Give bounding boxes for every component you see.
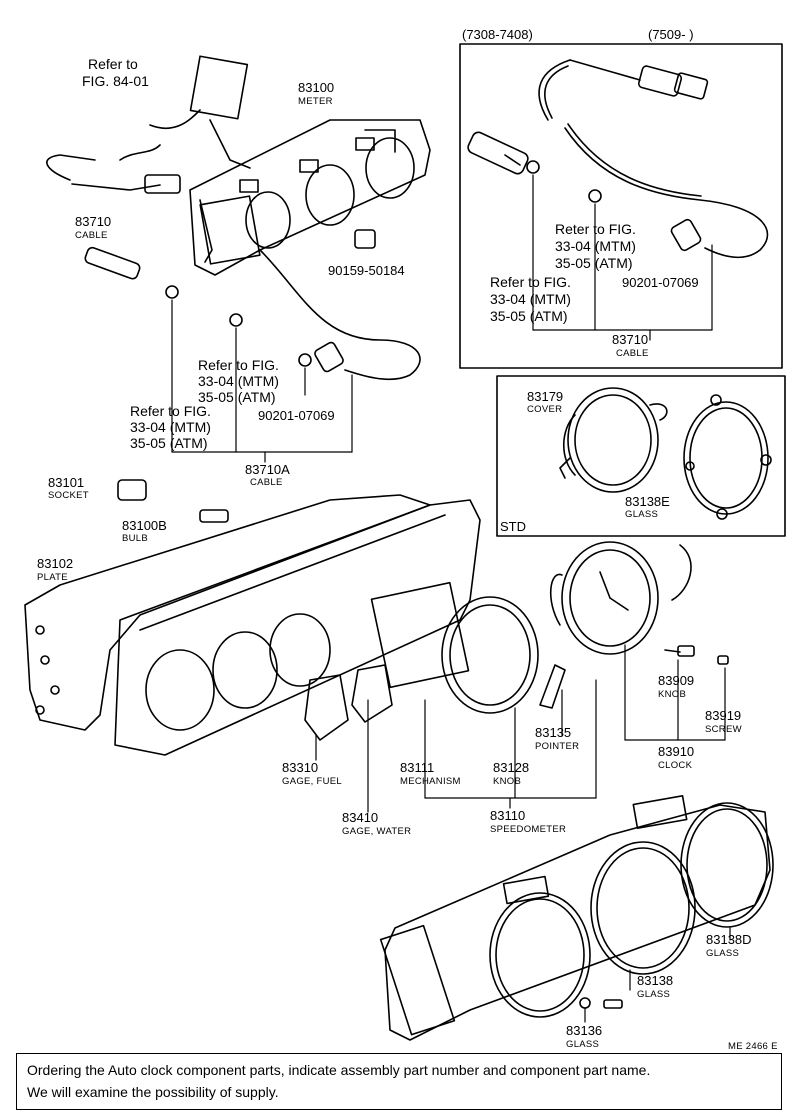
- cable-name: CABLE: [75, 230, 108, 241]
- inset-reter-1: Reter to FIG.: [555, 221, 636, 237]
- std-cover-drawing: [559, 387, 668, 493]
- inset-reter-2: 33-04 (MTM): [555, 238, 636, 254]
- glass-d-no: 83138D: [706, 932, 752, 947]
- clock-leaders: [624, 644, 726, 741]
- std-cover-no: 83179: [527, 389, 563, 404]
- bulb-name: BULB: [122, 533, 148, 544]
- std-tag: STD: [500, 519, 526, 534]
- screw-no: 83919: [705, 708, 741, 723]
- knob2-no: 83909: [658, 673, 694, 688]
- glass-136-no: 83136: [566, 1023, 602, 1038]
- inset-refer-3: 35-05 (ATM): [490, 308, 568, 324]
- meter-name: METER: [298, 96, 333, 107]
- ref-b-1: Refer to FIG.: [130, 403, 211, 419]
- plate-name: PLATE: [37, 572, 68, 583]
- cable-a-no: 83710A: [245, 462, 290, 477]
- glass-name: GLASS: [637, 989, 670, 1000]
- inset-refer-2: 33-04 (MTM): [490, 291, 571, 307]
- socket-name: SOCKET: [48, 490, 89, 501]
- cable-a-name: CABLE: [250, 477, 283, 488]
- inset-refer-1: Refer to FIG.: [490, 274, 571, 290]
- knob2-name: KNOB: [658, 689, 686, 700]
- pointer-no: 83135: [535, 725, 571, 740]
- drawing-code: ME 2466 E: [728, 1041, 778, 1050]
- screw-name: SCREW: [705, 724, 742, 735]
- plate-no: 83102: [37, 556, 73, 571]
- knob-name: KNOB: [493, 776, 521, 787]
- pointer-name: POINTER: [535, 741, 579, 752]
- std-cover-name: COVER: [527, 404, 562, 415]
- parts-diagram: (7308-7408) (7509- ) Reter to FIG. 33-04…: [24, 27, 786, 1050]
- socket-no: 83101: [48, 475, 84, 490]
- inset-range-right: (7509- ): [648, 27, 694, 42]
- glass-cluster-drawing: [379, 795, 774, 1041]
- clock-name: CLOCK: [658, 760, 693, 771]
- std-glass-no: 83138E: [625, 494, 670, 509]
- ref-a-2: 33-04 (MTM): [198, 373, 279, 389]
- meter-assembly-drawing: [46, 55, 431, 381]
- note-line-2: We will examine the possibility of suppl…: [27, 1084, 279, 1100]
- gage-water-name: GAGE, WATER: [342, 826, 411, 837]
- refer-to-2: FIG. 84-01: [82, 73, 149, 89]
- inset-leaders: [532, 174, 713, 341]
- ref-a-3: 35-05 (ATM): [198, 389, 276, 405]
- mech-name: MECHANISM: [400, 776, 461, 787]
- clock-no: 83910: [658, 744, 694, 759]
- glass-cluster-leaders: [584, 927, 731, 1023]
- inset-reter-3: 35-05 (ATM): [555, 255, 633, 271]
- glass-136-name: GLASS: [566, 1039, 599, 1050]
- note-line-1: Ordering the Auto clock component parts,…: [27, 1062, 651, 1078]
- mech-no: 83111: [400, 760, 434, 775]
- speedo-name: SPEEDOMETER: [490, 824, 566, 835]
- speedo-no: 83110: [490, 808, 525, 823]
- ref-b-2: 33-04 (MTM): [130, 419, 211, 435]
- ordering-note: Ordering the Auto clock component parts,…: [16, 1053, 782, 1110]
- inset-cable-name: CABLE: [616, 348, 649, 359]
- std-glass-drawing: [683, 394, 772, 520]
- ref-a-1: Refer to FIG.: [198, 357, 279, 373]
- glass-d-name: GLASS: [706, 948, 739, 959]
- gage-fuel-name: GAGE, FUEL: [282, 776, 342, 787]
- clock-drawing: [549, 541, 729, 665]
- refer-to-1: Refer to: [88, 56, 138, 72]
- inset-range-left: (7308-7408): [462, 27, 533, 42]
- inset-cable-no: 83710: [612, 332, 648, 347]
- inset-box-std: [496, 375, 786, 537]
- gage-fuel-no: 83310: [282, 760, 318, 775]
- ref-b-3: 35-05 (ATM): [130, 435, 208, 451]
- bolt-no: 90159-50184: [328, 263, 405, 278]
- inset-part-90201: 90201-07069: [622, 275, 699, 290]
- meter-no: 83100: [298, 80, 334, 95]
- gage-water-no: 83410: [342, 810, 378, 825]
- std-glass-name: GLASS: [625, 509, 658, 520]
- inset-box-cable: [459, 43, 783, 369]
- part-90201: 90201-07069: [258, 408, 335, 423]
- main-cluster-leaders: [315, 679, 597, 813]
- cable-no: 83710: [75, 214, 111, 229]
- meter-leaders: [171, 299, 353, 463]
- inset-cable-drawing: [467, 59, 769, 259]
- knob-no: 83128: [493, 760, 529, 775]
- main-cluster-drawing: [24, 479, 566, 756]
- glass-no: 83138: [637, 973, 673, 988]
- bulb-no: 83100B: [122, 518, 167, 533]
